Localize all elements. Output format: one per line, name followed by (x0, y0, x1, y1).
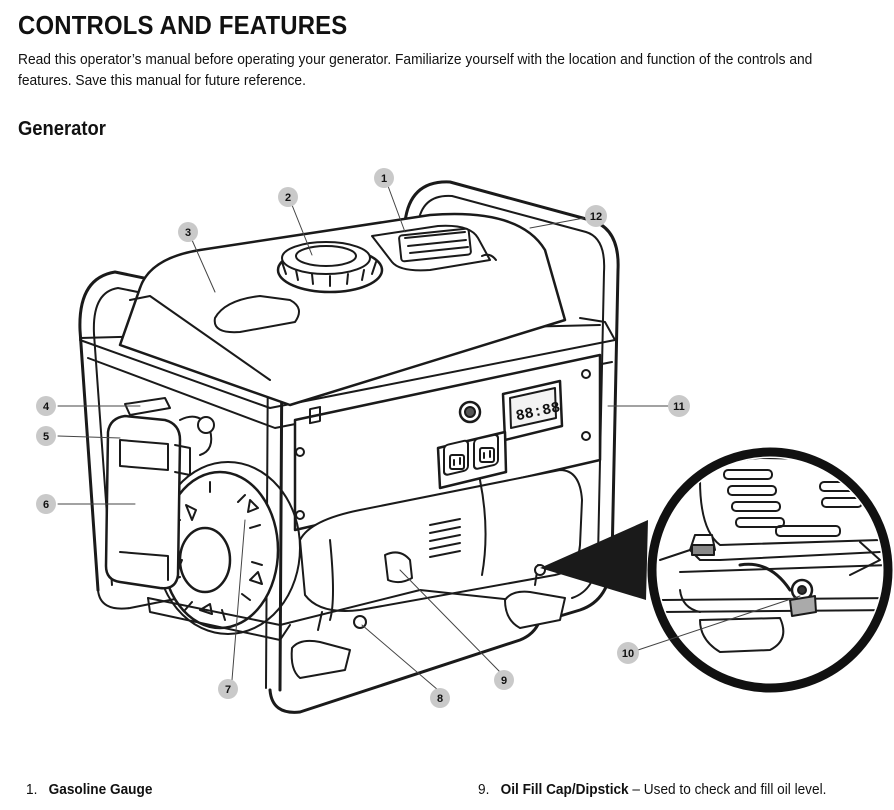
svg-text:11: 11 (673, 401, 685, 413)
svg-text:12: 12 (590, 211, 602, 223)
svg-text:5: 5 (43, 431, 49, 443)
legend-item-9: 9. Oil Fill Cap/Dipstick – Used to check … (478, 782, 826, 798)
svg-text:2: 2 (285, 192, 291, 204)
svg-text:10: 10 (622, 648, 634, 660)
ac-outlets (436, 430, 508, 490)
gasoline-gauge (371, 224, 497, 272)
ground-terminal-detail (647, 447, 893, 693)
svg-text:3: 3 (185, 227, 191, 239)
callout-6: 6 (36, 494, 56, 514)
svg-text:9: 9 (501, 675, 507, 687)
detail-pointer (540, 520, 648, 600)
choke-lever (124, 397, 215, 456)
section-title: Generator (18, 118, 106, 140)
legend-number: 1. (26, 782, 38, 798)
oil-drain-plug (353, 615, 367, 629)
callout-11: 11 (668, 395, 690, 417)
callout-10: 10 (617, 642, 639, 664)
svg-text:1: 1 (381, 173, 387, 185)
leader-lines (57, 185, 801, 691)
callout-5: 5 (36, 426, 56, 446)
callout-3: 3 (178, 222, 198, 242)
svg-text:7: 7 (225, 684, 231, 696)
legend-description: – Used to check and fill oil level. (628, 782, 827, 798)
legend-term: Gasoline Gauge (48, 782, 153, 798)
callout-8: 8 (430, 688, 450, 708)
air-filter (104, 414, 191, 590)
callout-9: 9 (494, 670, 514, 690)
fuel-cap (276, 241, 384, 294)
recoil-starter (155, 461, 301, 635)
hour-meter-display: 88:88 (501, 379, 564, 442)
legend-term: Oil Fill Cap/Dipstick (500, 782, 629, 798)
base-feet (147, 564, 566, 679)
svg-text:6: 6 (43, 499, 49, 511)
page-title: CONTROLS AND FEATURES (18, 10, 348, 40)
svg-text:8: 8 (437, 693, 443, 705)
callout-1: 1 (374, 168, 394, 188)
callout-7: 7 (218, 679, 238, 699)
callout-4: 4 (36, 396, 56, 416)
callout-12: 12 (585, 205, 607, 227)
legend-item-1: 1. Gasoline Gauge (26, 782, 152, 798)
generator-diagram: 88:88 (36, 168, 893, 714)
legend-number: 9. (478, 782, 490, 798)
svg-text:4: 4 (43, 401, 50, 413)
callout-2: 2 (278, 187, 298, 207)
intro-paragraph: Read this operator’s manual before opera… (18, 52, 813, 89)
